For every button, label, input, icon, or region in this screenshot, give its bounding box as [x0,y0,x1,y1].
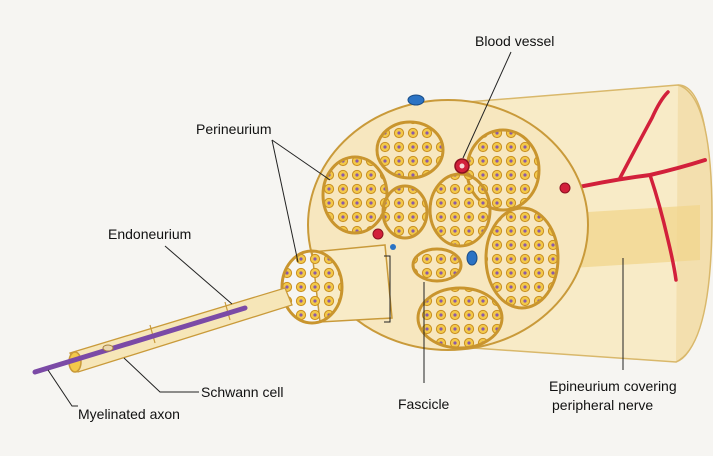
fascicle [383,186,427,238]
extracted-fascicle [282,245,392,323]
fascicle [377,122,443,178]
label-fascicle: Fascicle [398,396,450,412]
label-perineurium: Perineurium [196,121,271,137]
fascicle [430,174,490,246]
label-endoneurium: Endoneurium [108,226,191,242]
label-epineurium-line2: peripheral nerve [552,397,653,413]
label-blood-vessel: Blood vessel [475,33,554,49]
label-myelinated-axon: Myelinated axon [78,406,180,422]
label-schwann-cell: Schwann cell [201,384,284,400]
label-epineurium-line1: Epineurium covering [549,378,677,394]
fascicle [323,157,387,233]
fascicle [418,288,502,348]
fascicle [413,249,461,281]
fascicle [486,208,558,308]
